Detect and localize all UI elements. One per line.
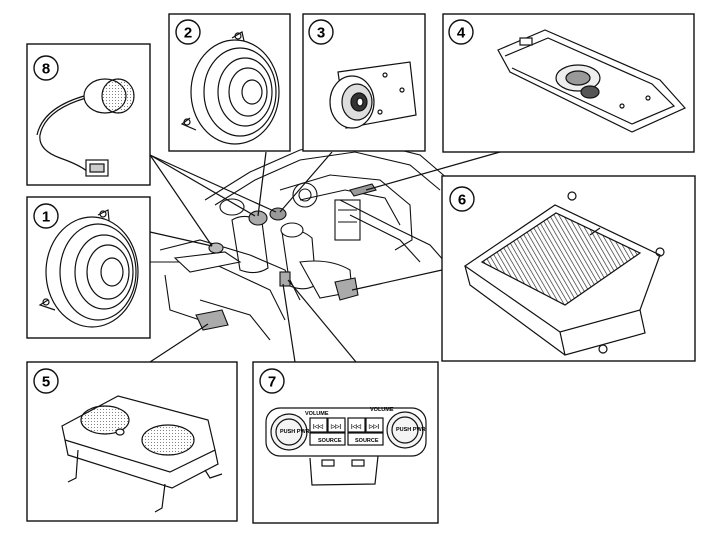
callout-badges: 8 1 2 3 4 6 5 7: [33, 19, 475, 394]
next-track-button-right: ▷▷|: [368, 423, 379, 430]
leader-lines: [149, 151, 501, 363]
panel-6: [441, 175, 696, 362]
callout-3-label: 3: [317, 25, 325, 42]
callout-1: 1: [33, 203, 59, 229]
callout-2-label: 2: [184, 25, 192, 42]
callout-7-label: 7: [268, 374, 276, 391]
callout-4-label: 4: [457, 25, 466, 42]
panel-4: [442, 13, 695, 153]
volume-label-right: VOLUME: [370, 407, 394, 413]
callout-7: 7: [259, 368, 285, 394]
volume-label-left: VOLUME: [305, 411, 329, 417]
callout-3: 3: [308, 19, 334, 45]
prev-track-button-left: |◁◁: [313, 423, 324, 430]
volume-knob-left-label: PUSH PWR: [280, 429, 310, 435]
callout-4: 4: [448, 19, 474, 45]
callout-8-label: 8: [42, 61, 50, 78]
callout-5: 5: [33, 368, 59, 394]
prev-track-button-right: |◁◁: [351, 423, 362, 430]
panel-5: [26, 361, 238, 522]
volume-knob-right-label: PUSH PWR: [396, 427, 426, 433]
car-interior-illustration: [150, 139, 461, 341]
panel-2: [168, 13, 291, 152]
source-label-left: SOURCE: [318, 438, 342, 444]
callout-1-label: 1: [42, 209, 50, 226]
source-label-right: SOURCE: [355, 438, 379, 444]
callout-2: 2: [175, 19, 201, 45]
callout-5-label: 5: [42, 374, 50, 391]
panel-1: [26, 196, 151, 339]
callout-8: 8: [33, 55, 59, 81]
next-track-button-left: ▷▷|: [330, 423, 341, 430]
callout-6-label: 6: [458, 192, 466, 209]
callout-6: 6: [449, 186, 475, 212]
panel-7: VOLUME VOLUME |◁◁ ▷▷| |◁◁ ▷▷| SOURCE SOU…: [252, 361, 439, 524]
